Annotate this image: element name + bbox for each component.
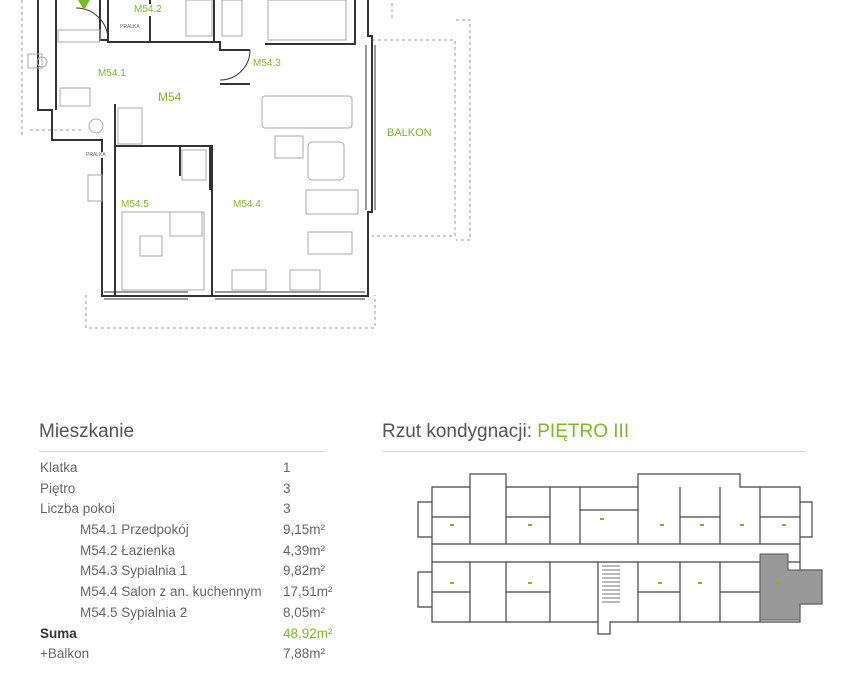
spec-row-rooms-count: Liczba pokoi 3: [40, 501, 330, 522]
floor-title: Rzut kondygnacji: PIĘTRO III: [382, 421, 629, 443]
floor-divider: [382, 451, 806, 452]
room-row-m545: M54.5 Sypialnia 2 8,05m²: [40, 605, 330, 626]
balcony-row: +Balkon 7,88m²: [40, 646, 330, 667]
room-area: 9,82m²: [283, 563, 326, 579]
apartment-title: Mieszkanie: [39, 421, 135, 442]
room-row-m542: M54.2 Łazienka 4,39m²: [40, 543, 330, 564]
apartment-divider: [39, 451, 325, 452]
room-label-m544: M54.4: [232, 199, 262, 211]
floor-overview-plan: [417, 473, 823, 635]
washer-label: PRALKA: [85, 152, 107, 158]
room-label: M54.1 Przedpokój: [80, 522, 189, 538]
room-row-m543: M54.3 Sypialnia 1 9,82m²: [40, 563, 330, 584]
spec-label: Klatka: [40, 460, 78, 475]
room-label-m541: M54.1: [97, 68, 127, 80]
spec-value: 1: [283, 460, 291, 475]
unit-label: M54: [157, 90, 183, 104]
room-label-m542: M54.2: [133, 4, 163, 16]
floor-title-prefix: Rzut kondygnacji:: [382, 421, 538, 442]
room-area: 17,51m²: [283, 584, 333, 600]
room-row-m541: M54.1 Przedpokój 9,15m²: [40, 522, 330, 543]
room-row-m544: M54.4 Salon z an. kuchennym 17,51m²: [40, 584, 333, 605]
highlighted-apartment: [759, 553, 823, 621]
balcony-value: 7,88m²: [283, 646, 326, 662]
room-label: M54.3 Sypialnia 1: [80, 563, 188, 579]
apartment-floor-plan: [21, 0, 471, 329]
room-area: 4,39m²: [283, 542, 326, 558]
room-label: M54.4 Salon z an. kuchennym: [80, 584, 262, 600]
room-area: 8,05m²: [283, 604, 326, 620]
sum-row: Suma 48,92m²: [40, 625, 333, 647]
room-label: M54.2 Łazienka: [80, 542, 176, 558]
room-label: M54.5 Sypialnia 2: [80, 604, 188, 620]
balcony-label: BALKON: [387, 127, 432, 139]
spec-row-floor: Piętro 3: [40, 481, 330, 502]
washer-label: PRALKA: [119, 24, 141, 30]
spec-value: 3: [283, 501, 291, 517]
spec-label: Liczba pokoi: [40, 501, 116, 517]
apartment-specs: Klatka 1 Piętro 3 Liczba pokoi 3 M54.1 P…: [40, 460, 333, 667]
room-label-m543: M54.3: [252, 58, 282, 70]
spec-value: 3: [283, 480, 291, 496]
room-label-m545: M54.5: [120, 199, 150, 211]
balcony-label: +Balkon: [40, 646, 90, 662]
sum-label: Suma: [40, 625, 77, 641]
spec-row-stairwell: Klatka 1: [40, 460, 330, 481]
room-area: 9,15m²: [283, 522, 326, 538]
spec-label: Piętro: [40, 480, 76, 496]
sum-value: 48,92m²: [283, 625, 333, 641]
floor-title-accent: PIĘTRO III: [537, 421, 630, 442]
